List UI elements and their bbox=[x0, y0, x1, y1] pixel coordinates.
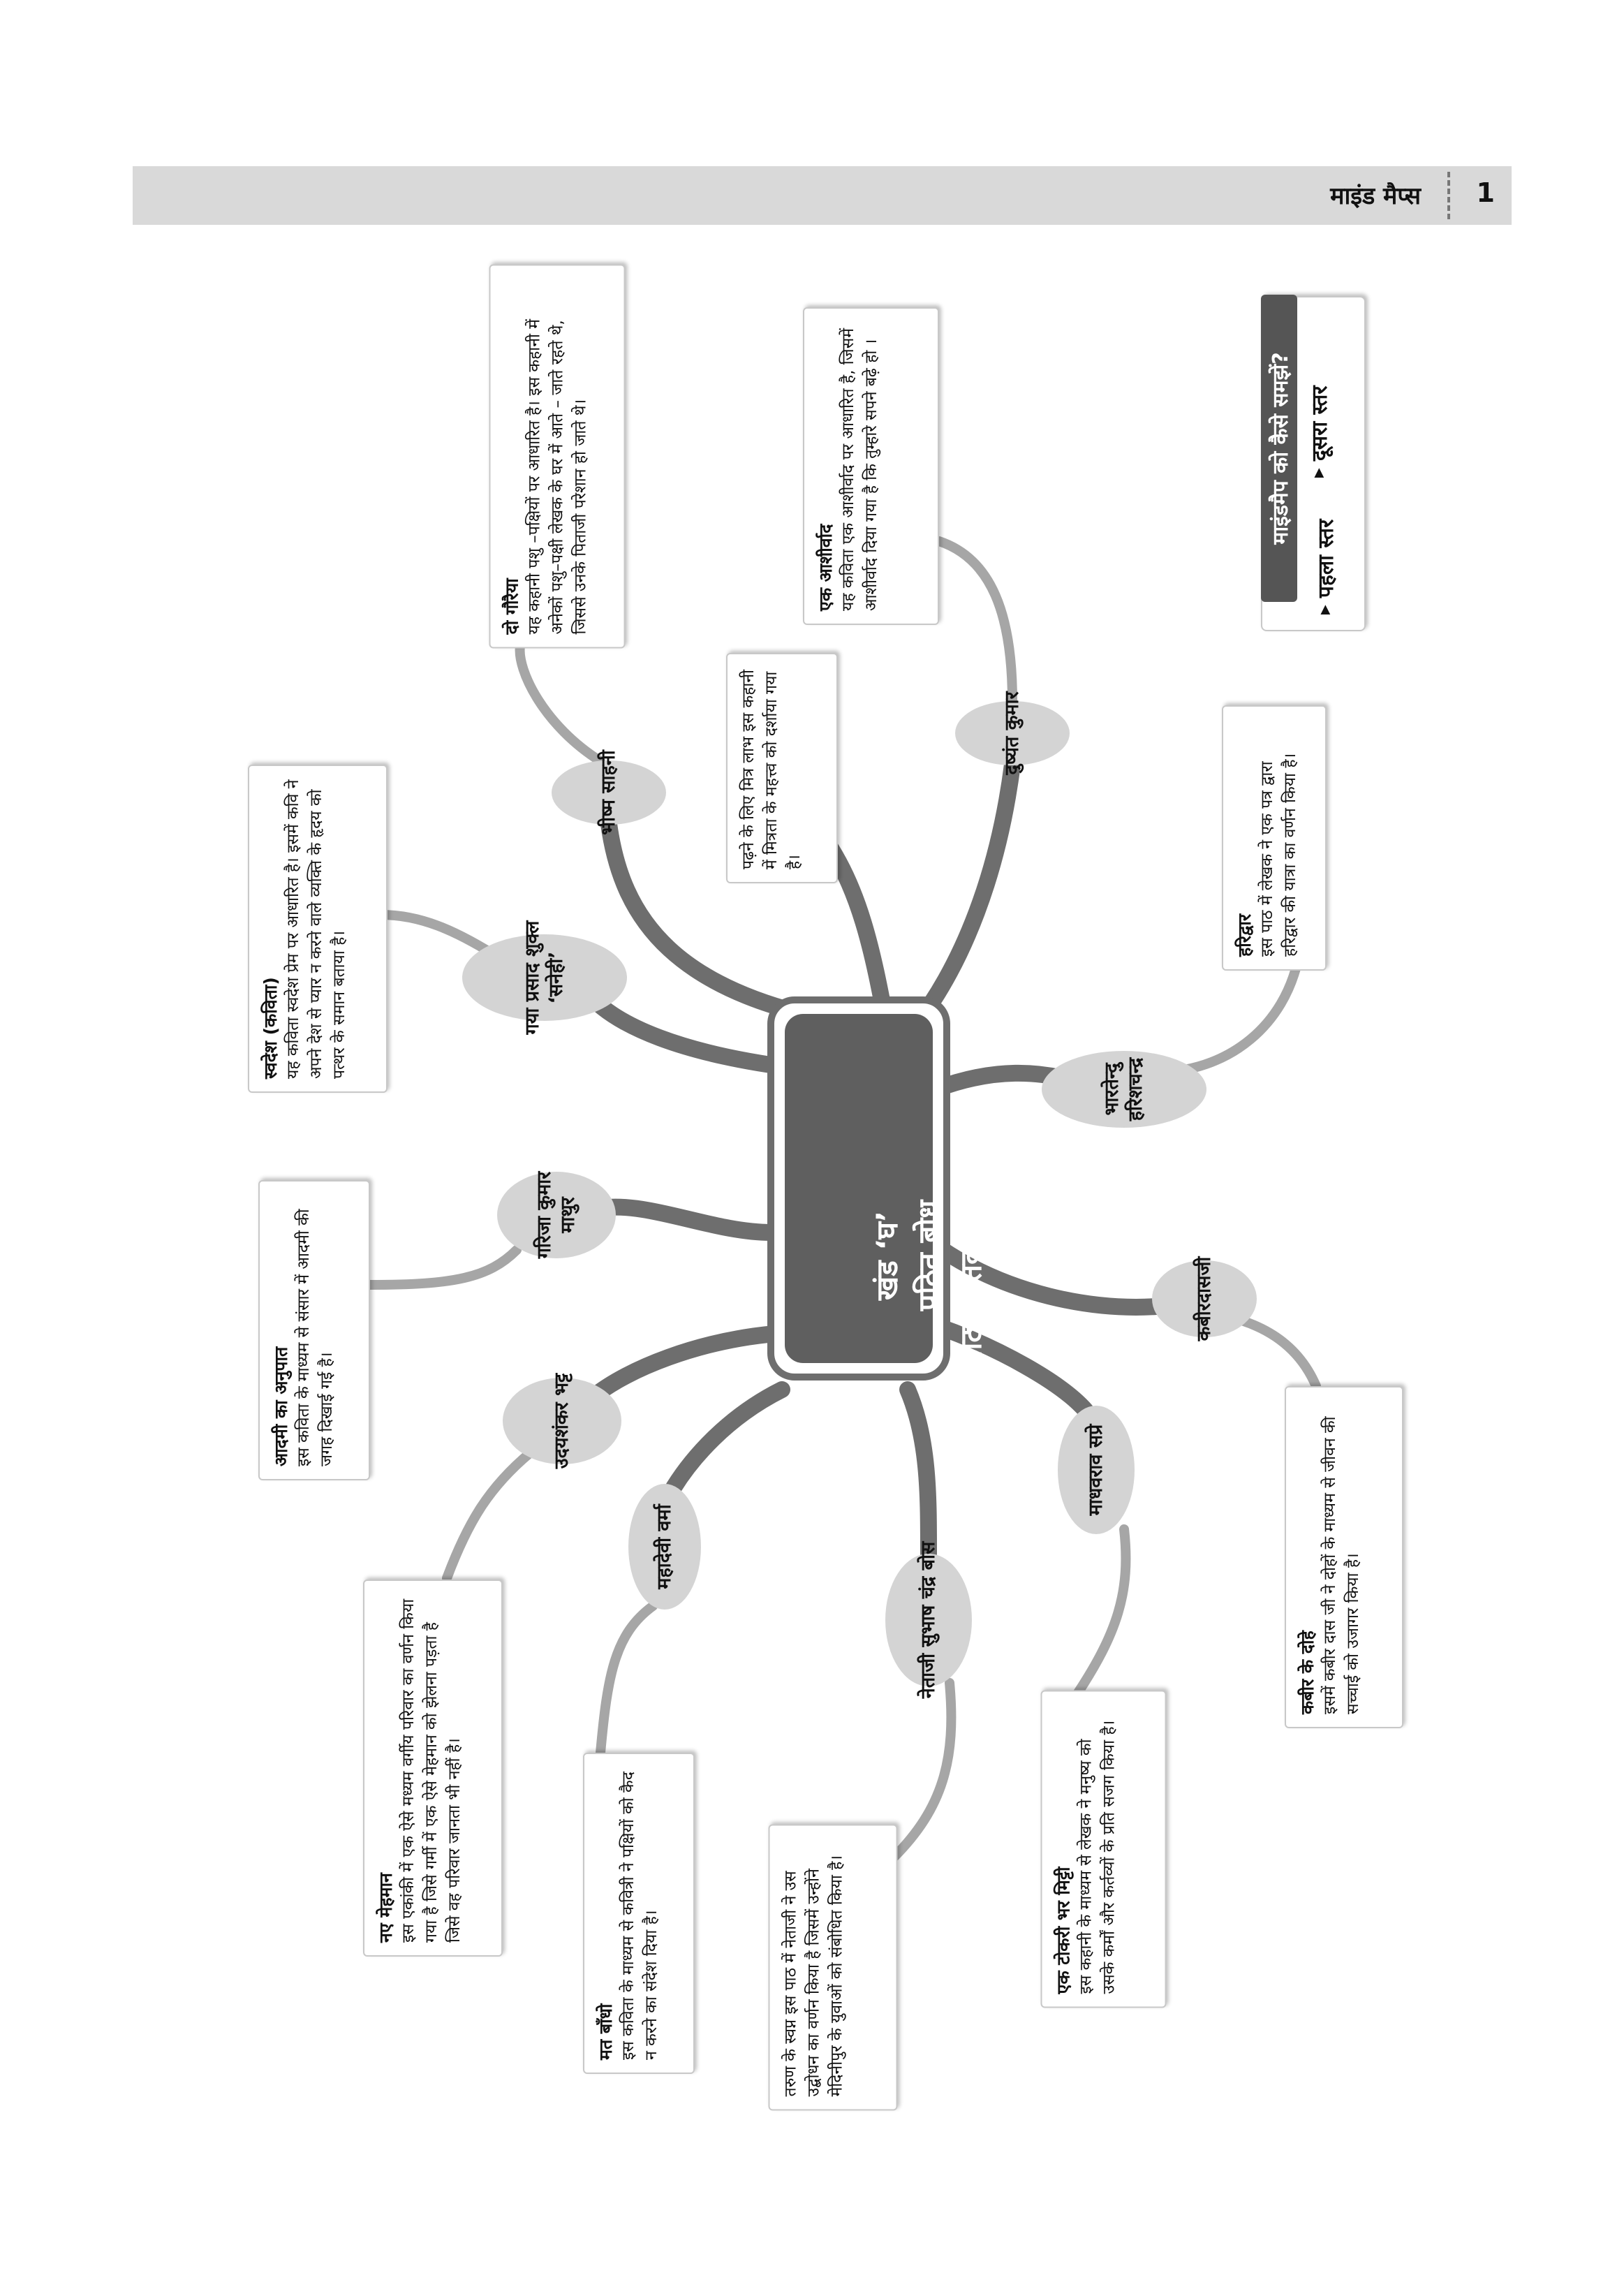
branch-twig-mahadevi bbox=[596, 1601, 658, 1758]
branch-trunk-uday bbox=[585, 1325, 783, 1405]
author-label-kabir: कबीरदासजी bbox=[1193, 1256, 1215, 1341]
note-madhav: एक टोकरी भर मिट्टीइस कहानी के माध्यम से … bbox=[1040, 1690, 1166, 2008]
note-bhishma: दो गौरैयायह कहानी पशु –पक्षियों पर आधारि… bbox=[489, 264, 625, 648]
legend-title: माइंडमैप को कैसे समझें? bbox=[1261, 295, 1297, 602]
author-node-bhishma bbox=[552, 760, 666, 825]
note-title-girija: आदमी का अनुपात bbox=[271, 1346, 291, 1466]
author-node-gaya bbox=[462, 934, 627, 1021]
branch-trunk-dushyant bbox=[906, 756, 1021, 1035]
branch-trunk-mahadevi bbox=[665, 1381, 790, 1496]
note-title-mahadevi: मत बाँधो bbox=[596, 2003, 616, 2060]
note-title-bhartendu: हरिद्वार bbox=[1234, 913, 1255, 957]
note-text-gaya: यह कविता स्वदेश प्रेम पर आधारित है। इसमे… bbox=[284, 779, 348, 1079]
center-node-fill bbox=[785, 1014, 933, 1363]
author-node-madhav bbox=[1058, 1406, 1135, 1534]
author-node-kabir bbox=[1152, 1260, 1257, 1337]
branch-twig-dushyant bbox=[934, 536, 1017, 707]
author-label-madhav: माधवराव सप्रे bbox=[1085, 1424, 1107, 1516]
header-bar: माइंड मैप्स 1 bbox=[133, 166, 1512, 225]
page-number: 1 bbox=[1476, 177, 1495, 208]
center-line-1: खंड ‘घ’ bbox=[870, 1210, 904, 1301]
note-gaya: स्वदेश (कविता)यह कविता स्वदेश प्रेम पर आ… bbox=[248, 765, 387, 1093]
branch-twig-girija bbox=[365, 1245, 522, 1290]
note-mahadevi: मत बाँधोइस कविता के माध्यम से कवित्री ने… bbox=[583, 1753, 695, 2074]
note-text-netaji: तरुण के स्वप्न इस पाठ में नेताजी ने उस उ… bbox=[781, 1855, 846, 2096]
note-text-bhartendu: इस पाठ में लेखक ने एक पत्र द्वारा हरिद्व… bbox=[1258, 753, 1299, 957]
legend-level-2-label: दूसरा स्तर bbox=[1307, 385, 1332, 462]
author-label-girija: गरिजा कुमार माथुर bbox=[533, 1171, 579, 1259]
note-text-madhav: इस कहानी के माध्यम से लेखक ने मनुष्य को … bbox=[1077, 1720, 1118, 1994]
branch-trunk-girija bbox=[592, 1198, 780, 1241]
header-divider bbox=[1447, 172, 1450, 219]
legend-level-1: ▶ पहला स्तर bbox=[1309, 475, 1340, 614]
branch-twig-bhishma bbox=[515, 641, 605, 766]
branch-twig-kabir bbox=[1234, 1315, 1321, 1391]
branch-twig-netaji bbox=[889, 1678, 957, 1862]
note-title-dushyant: एक आशीर्वाद bbox=[815, 524, 836, 611]
note-text-mitrata: पढ़ने के लिए मित्र लाभ इस कहानी में मित्… bbox=[739, 669, 804, 869]
author-label-gaya: गया प्रसाद शुक्ल ‘सनेही’ bbox=[522, 920, 567, 1035]
branch-twig-madhav bbox=[1070, 1524, 1131, 1702]
bullet-icon: ▶ bbox=[1317, 605, 1332, 614]
author-node-netaji bbox=[885, 1554, 972, 1686]
note-text-dushyant: यह कविता एक आशीर्वाद पर आधारित है, जिसमे… bbox=[839, 327, 880, 611]
note-title-bhishma: दो गौरैया bbox=[501, 577, 522, 634]
branch-twig-uday bbox=[442, 1448, 536, 1583]
note-title-gaya: स्वदेश (कविता) bbox=[260, 977, 281, 1079]
author-label-bhartendu: भारतेन्दु हरिशचन्द्र bbox=[1101, 1057, 1146, 1121]
center-line-3: पाठ्यपुस्तक ‘मल्हार’ bbox=[954, 1144, 988, 1367]
note-title-kabir: कबीर के दोहे bbox=[1297, 1630, 1317, 1714]
author-node-bhartendu bbox=[1042, 1051, 1206, 1128]
branch-trunk-madhav bbox=[931, 1318, 1094, 1419]
note-mitrata: पढ़ने के लिए मित्र लाभ इस कहानी में मित्… bbox=[726, 653, 838, 883]
author-node-mahadevi bbox=[628, 1484, 701, 1610]
note-kabir: कबीर के दोहेइसमें कबीर दास जी ने दोहों क… bbox=[1285, 1386, 1403, 1728]
legend-level-1-label: पहला स्तर bbox=[1313, 519, 1338, 598]
bullet-icon: ▶ bbox=[1311, 468, 1326, 478]
note-netaji: तरुण के स्वप्न इस पाठ में नेताजी ने उस उ… bbox=[768, 1824, 897, 2110]
author-label-uday: उदयशंकर भट्ट bbox=[551, 1373, 573, 1469]
note-title-madhav: एक टोकरी भर मिट्टी bbox=[1053, 1866, 1073, 1994]
note-text-bhishma: यह कहानी पशु –पक्षियों पर आधारित है। इस … bbox=[525, 318, 589, 634]
header-title: माइंड मैप्स bbox=[1330, 182, 1421, 210]
author-node-dushyant bbox=[955, 701, 1070, 765]
author-node-girija bbox=[497, 1172, 616, 1258]
note-text-girija: इस कविता के माध्यम से संसार में आदमी की … bbox=[295, 1209, 336, 1466]
legend-level-2: ▶ दूसरा स्तर bbox=[1303, 310, 1334, 478]
center-line-2: पठित बोध bbox=[912, 1200, 946, 1311]
note-text-mahadevi: इस कविता के माध्यम से कवित्री ने पक्षियो… bbox=[619, 1772, 660, 2060]
center-topic: खंड ‘घ’ पठित बोध पाठ्यपुस्तक ‘मल्हार’ bbox=[835, 1018, 1024, 1493]
author-label-mahadevi: महादेवी वर्मा bbox=[654, 1504, 675, 1589]
author-node-uday bbox=[503, 1378, 621, 1464]
branch-trunk-kabir bbox=[934, 1242, 1174, 1316]
branch-trunk-netaji bbox=[899, 1381, 937, 1562]
author-label-netaji: नेताजी सुभाष चंद्र बोस bbox=[917, 1541, 939, 1699]
author-label-bhishma: भीष्म साहनी bbox=[598, 750, 619, 835]
note-title-uday: नए मेहमान bbox=[376, 1873, 396, 1943]
note-text-uday: इस एकांकी में एक ऐसे मध्यम वर्गीय परिवार… bbox=[399, 1598, 464, 1943]
note-text-kabir: इसमें कबीर दास जी ने दोहों के माध्यम से … bbox=[1321, 1416, 1362, 1714]
author-label-dushyant: दुष्यंत कुमार bbox=[1001, 691, 1023, 775]
